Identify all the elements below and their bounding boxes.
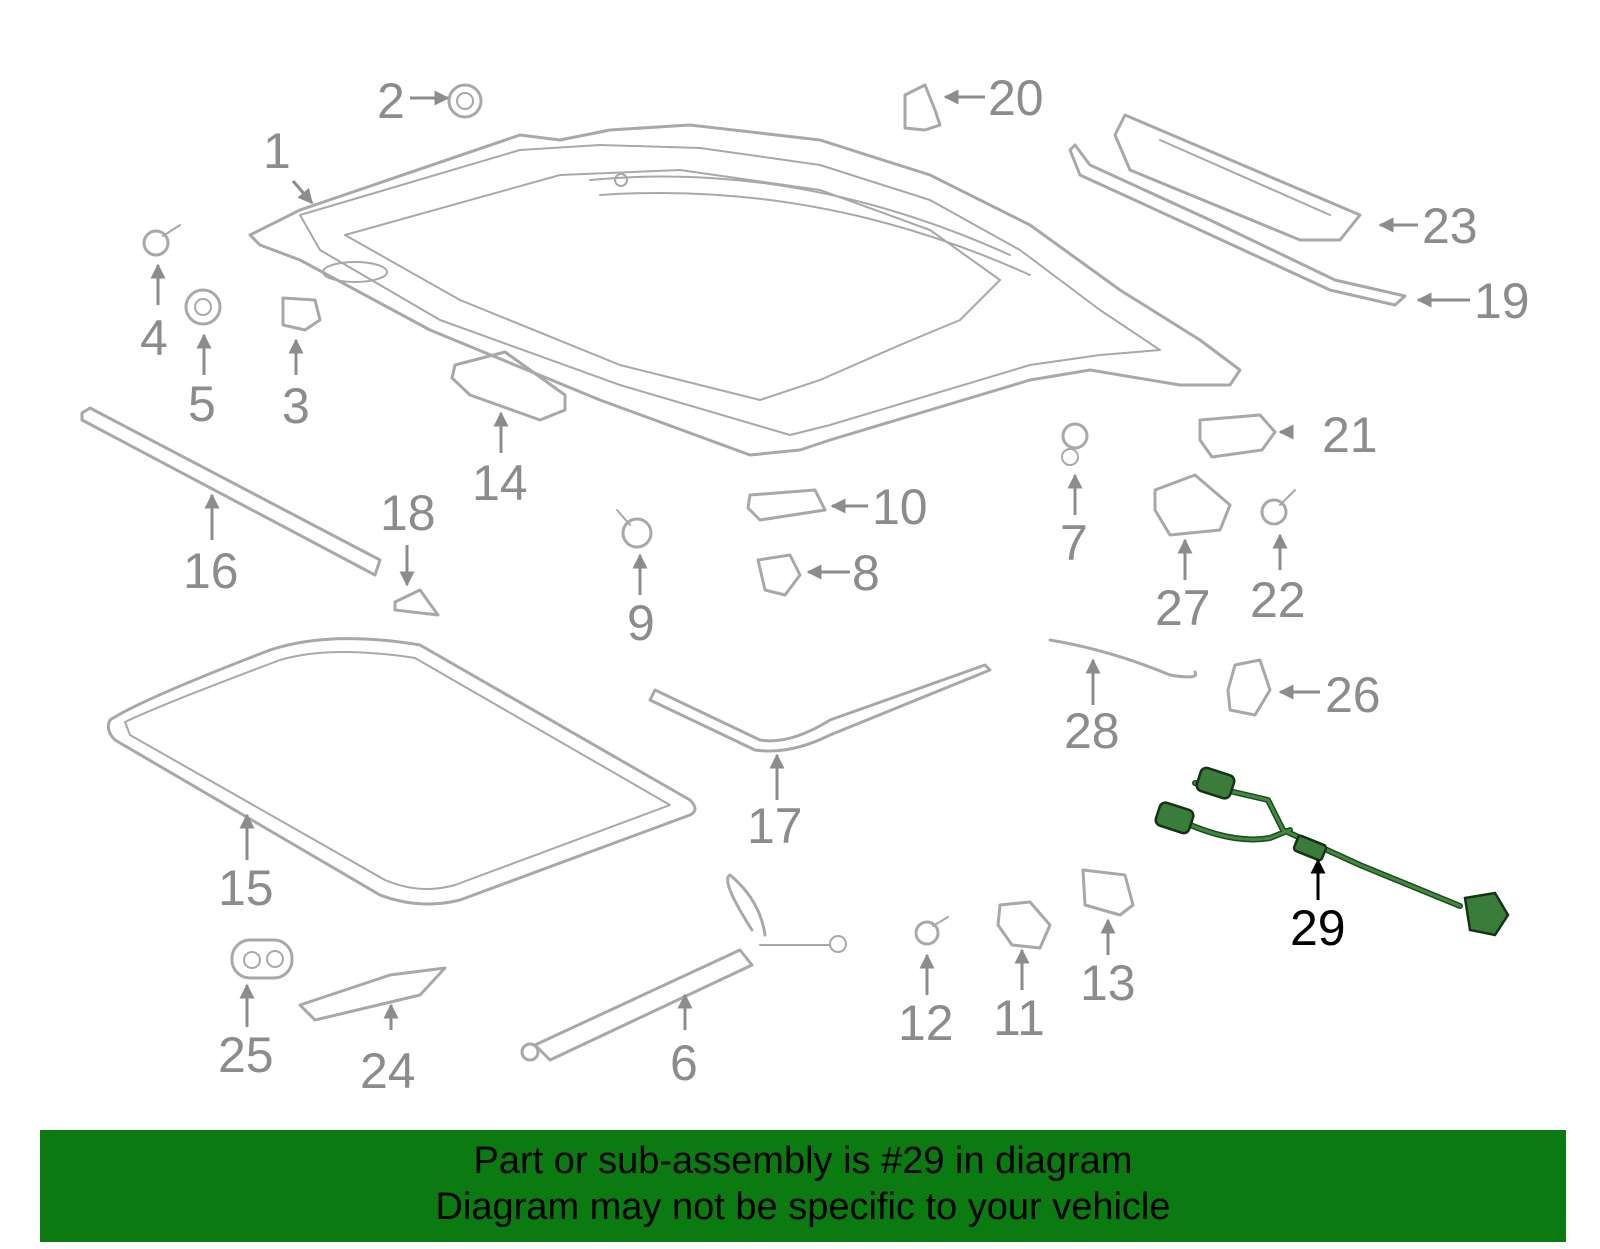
part-4-screw	[142, 224, 181, 257]
part-24-bracket	[298, 966, 447, 1022]
callout-24: 24	[360, 1043, 416, 1099]
part-3-retainer	[281, 296, 322, 332]
part-23-panel	[1113, 113, 1362, 242]
part-18-clip	[393, 588, 440, 617]
callout-26: 26	[1325, 667, 1381, 723]
callout-3: 3	[282, 378, 310, 434]
part-20-bracket	[903, 83, 942, 132]
callout-11: 11	[993, 990, 1045, 1046]
part-21-cap	[1198, 413, 1277, 459]
callout-21: 21	[1322, 407, 1378, 463]
part-11-clip	[996, 900, 1052, 950]
part-9-screw	[616, 509, 653, 549]
callout-28: 28	[1064, 703, 1120, 759]
callout-arrows	[150, 89, 1470, 1030]
callout-4: 4	[140, 310, 168, 366]
callout-9: 9	[627, 595, 655, 651]
callout-20: 20	[988, 70, 1044, 126]
part-29-wiring-harness	[1154, 766, 1510, 937]
callout-5: 5	[188, 376, 216, 432]
part-25-grommet	[230, 938, 294, 980]
part-12-screw	[914, 916, 949, 946]
part-15-seal	[106, 637, 697, 906]
callout-25: 25	[218, 1027, 274, 1083]
part-13-clip	[1081, 868, 1135, 917]
part-6-strut	[520, 873, 847, 1062]
part-14-handle	[450, 350, 567, 422]
part-1-headliner	[248, 123, 1242, 457]
callout-13: 13	[1080, 955, 1136, 1011]
callout-29: 29	[1290, 900, 1346, 956]
part-7-fastener	[1061, 422, 1089, 466]
callout-10: 10	[872, 479, 928, 535]
callout-8: 8	[852, 545, 880, 601]
callout-14: 14	[472, 455, 528, 511]
part-26-clip	[1226, 658, 1272, 717]
banner-line-part: Part or sub-assembly is #29 in diagram	[473, 1140, 1133, 1182]
callout-27: 27	[1155, 580, 1211, 636]
callout-16: 16	[183, 543, 239, 599]
callout-1: 1	[263, 123, 291, 179]
part-28-hose	[1048, 638, 1198, 679]
callout-12: 12	[898, 995, 954, 1051]
part-17-strip	[648, 663, 992, 753]
part-19-trim-strip	[1068, 143, 1407, 307]
callout-19: 19	[1474, 273, 1530, 329]
callout-17: 17	[747, 798, 803, 854]
callout-22: 22	[1250, 572, 1306, 628]
callout-6: 6	[670, 1035, 698, 1091]
callout-7: 7	[1060, 515, 1088, 571]
part-16-rail	[80, 406, 382, 577]
part-10-clip	[746, 488, 827, 522]
part-2-clip	[447, 83, 483, 119]
callout-15: 15	[218, 860, 274, 916]
info-banner: Part or sub-assembly is #29 in diagram D…	[40, 1130, 1566, 1242]
part-22-screw	[1260, 489, 1296, 526]
part-8-clip	[756, 553, 802, 597]
part-5-nut	[184, 288, 222, 326]
callout-23: 23	[1422, 198, 1478, 254]
callout-2: 2	[377, 73, 405, 129]
banner-line-disclaimer: Diagram may not be specific to your vehi…	[435, 1186, 1171, 1228]
callout-18: 18	[380, 485, 436, 541]
part-27-bracket	[1153, 473, 1232, 537]
callout-labels: 1 2 20 23 19 4 5 3 14 21 16 18 10 8 9 7 …	[140, 70, 1530, 1099]
